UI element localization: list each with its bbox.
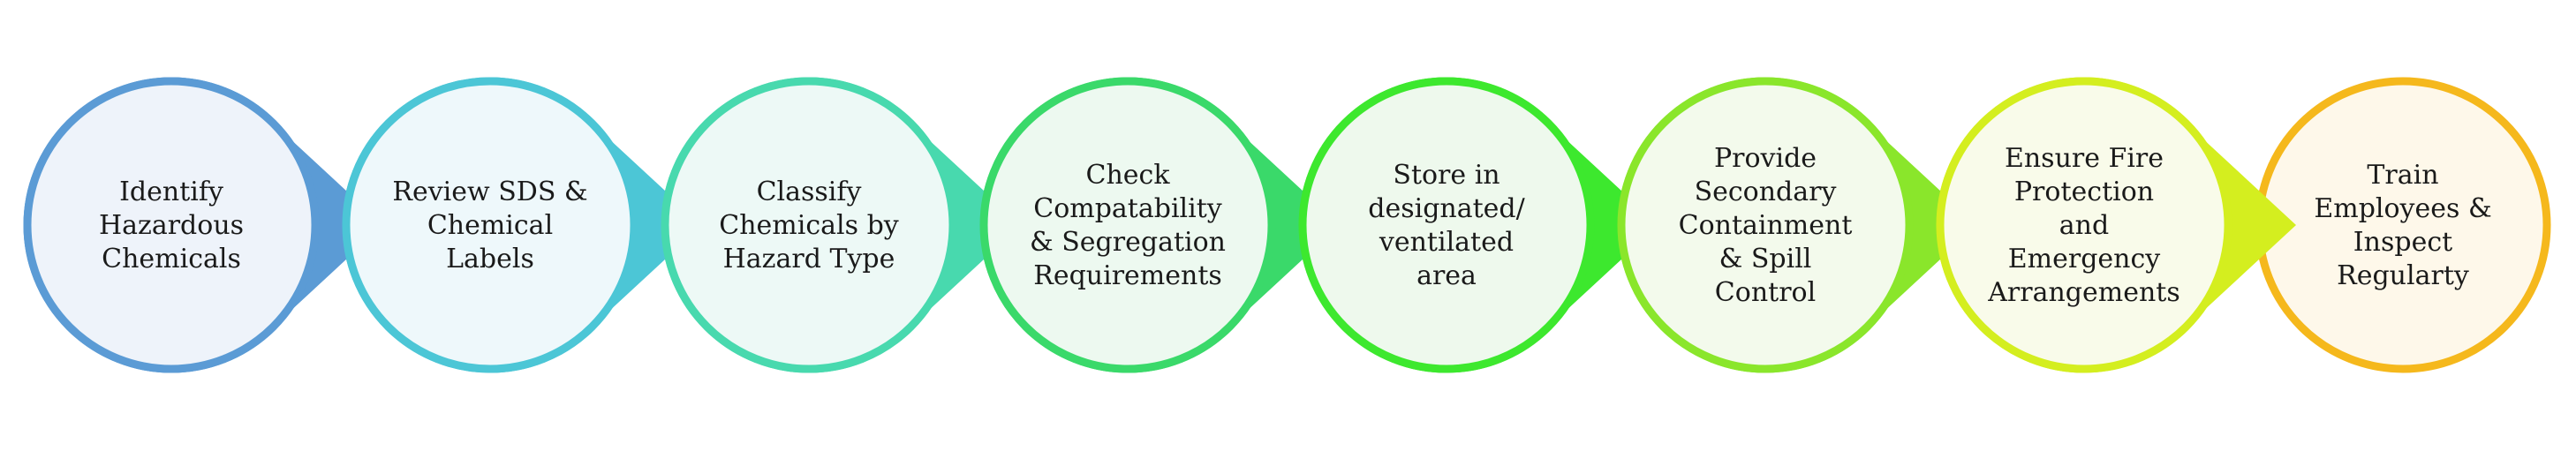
step-2-label-line: Review SDS & [392,177,587,207]
step-4-label-line: Check [1085,160,1170,191]
step-6-label-line: Secondary [1695,177,1837,207]
step-1-label-line: Identify [119,177,223,207]
step-7-label-line: Arrangements [1987,277,2180,308]
step-2-label-line: Chemical [427,210,553,241]
step-6-label-line: & Spill [1719,244,1812,274]
step-7-label-line: Protection [2014,177,2154,207]
step-7-label-line: Ensure Fire [2005,143,2164,174]
step-3-label-line: Classify [757,177,862,207]
step-8-label-line: Inspect [2353,227,2452,258]
step-6-label-line: Provide [1714,143,1817,174]
step-6-label-line: Containment [1679,210,1853,241]
step-8-label-line: Train [2367,160,2438,191]
step-6-label-line: Control [1715,277,1816,308]
step-1-label-line: Chemicals [102,244,241,274]
step-1-circle-overlay [23,77,320,373]
step-4-label-line: Requirements [1033,260,1222,291]
step-8-circle [2255,77,2551,373]
step-5-label-line: ventilated [1379,227,1514,258]
step-7-label-line: and [2059,210,2109,241]
step-5-circle-overlay [1298,77,1595,373]
step-3-circle-overlay [661,77,957,373]
step-4-label-line: Compatability [1033,193,1222,224]
step-3-label-line: Hazard Type [723,244,895,274]
step-6-circle-overlay [1617,77,1914,373]
step-5-label-line: area [1416,260,1477,291]
step-1-label-line: Hazardous [99,210,244,241]
step-8-label-line: Employees & [2314,193,2491,224]
step-8-label-line: Regularty [2337,260,2469,291]
step-5-label-line: Store in [1393,160,1500,191]
step-2-label-line: Labels [446,244,534,274]
step-7-label-line: Emergency [2008,244,2161,274]
step-4-circle-overlay [979,77,1276,373]
step-3-label-line: Chemicals by [719,210,898,241]
step-2-circle-overlay [342,77,638,373]
step-4-label-line: & Segregation [1030,227,1226,258]
step-7-circle-overlay [1936,77,2232,373]
step-5-label-line: designated/ [1368,193,1525,224]
